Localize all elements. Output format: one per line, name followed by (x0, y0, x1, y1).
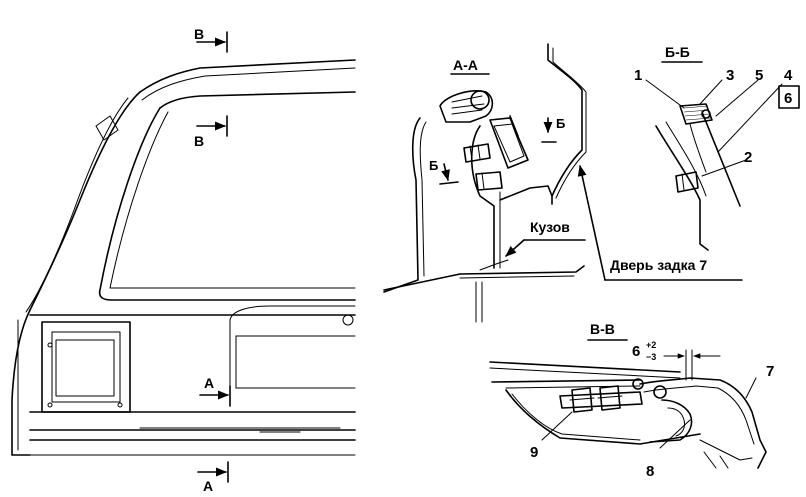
cut-marker-a-mid: А (199, 375, 231, 407)
callout-number-1: 1 (634, 67, 642, 84)
section-label-bb: Б-Б (665, 44, 690, 60)
section-label-vv: В-В (590, 321, 615, 337)
callout-number-2: 2 (744, 149, 752, 166)
cut-label-a-bottom: А (203, 478, 213, 494)
cut-label-v-mid: В (194, 133, 204, 149)
cut-label-a-mid: А (204, 375, 214, 391)
cut-label-b-lower: Б (429, 158, 438, 173)
cut-label-b-upper: Б (556, 116, 565, 131)
callout-number-6-boxed: 6 (784, 90, 792, 107)
callout-number-8: 8 (646, 463, 654, 480)
callout-number-5: 5 (755, 67, 763, 84)
cut-marker-v-top: В (194, 26, 228, 53)
callout-number-4: 4 (784, 67, 793, 84)
callout-number-7: 7 (766, 363, 774, 380)
cut-label-v-top: В (194, 26, 204, 42)
callout-body: Кузов (530, 219, 570, 235)
callout-number-3: 3 (726, 67, 734, 84)
callout-door: Дверь задка 7 (610, 257, 707, 273)
rear-view-drawing (11, 59, 356, 456)
section-label-aa: А-А (453, 57, 478, 73)
cut-marker-v-mid: В (194, 115, 228, 149)
section-vv: В-В 6 +2 −3 7 8 (489, 321, 774, 480)
section-aa: А-А Б Б Ку (383, 43, 743, 323)
section-bb: Б-Б 1 3 5 4 6 2 (634, 44, 800, 251)
dimension-value: 6 (632, 343, 640, 360)
cut-marker-a-bottom: А (197, 461, 229, 494)
dimension-tol-upper: +2 (646, 340, 656, 350)
callout-number-9: 9 (530, 444, 538, 461)
dimension-tol-lower: −3 (646, 352, 656, 362)
